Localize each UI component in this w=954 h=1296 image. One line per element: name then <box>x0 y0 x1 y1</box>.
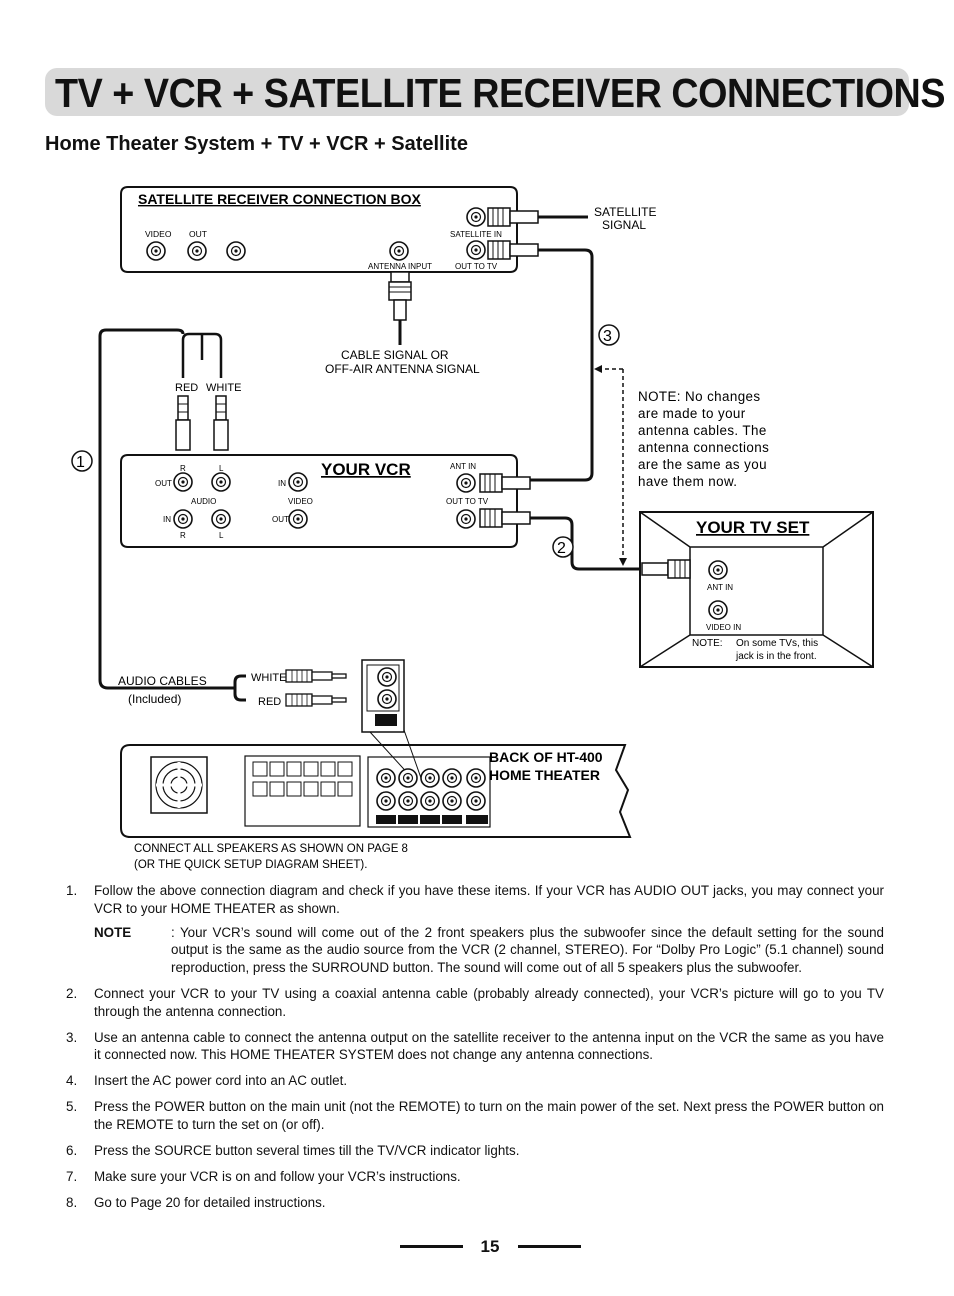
step-1-note: NOTE: Your VCR’s sound will come out of … <box>94 924 884 975</box>
satellite-antenna-input-jack <box>389 241 409 261</box>
speakers-note-line2: (OR THE QUICK SETUP DIAGRAM SHEET). <box>134 859 367 871</box>
satellite-box-title: SATELLITE RECEIVER CONNECTION BOX <box>138 191 422 207</box>
vcr-video-in-label: IN <box>278 479 286 488</box>
tv-vcr-input-zoom <box>361 659 405 733</box>
tv-set: YOUR TV SET ANT IN VIDEO IN NOTE: On som… <box>639 511 874 668</box>
section-subtitle: Home Theater System + TV + VCR + Satelli… <box>45 133 468 155</box>
satellite-out-jack <box>187 241 207 261</box>
cable-signal-line1: CABLE SIGNAL OR <box>341 348 449 362</box>
step-6: 6.Press the SOURCE button several times … <box>66 1142 520 1158</box>
speakers-note-line1: CONNECT ALL SPEAKERS AS SHOWN ON PAGE 8 <box>134 843 408 855</box>
vcr-white-label: WHITE <box>206 382 241 394</box>
page-footer: 15 <box>400 1237 581 1259</box>
satellite-receiver-box: SATELLITE RECEIVER CONNECTION BOX VIDEO … <box>120 186 518 273</box>
vcr-title: YOUR VCR <box>321 460 411 479</box>
svg-text:are the same as you: are the same as you <box>638 457 767 472</box>
satellite-video-jack <box>146 241 166 261</box>
satellite-signal-line1: SATELLITE <box>594 205 656 219</box>
step-8: 8.Go to Page 20 for detailed instruction… <box>66 1194 326 1210</box>
page-title: TV + VCR + SATELLITE RECEIVER CONNECTION… <box>55 70 946 116</box>
svg-text:have them now.: have them now. <box>638 474 737 489</box>
marker-1: 1 <box>76 454 85 471</box>
tv-note-label: NOTE: <box>692 638 723 649</box>
svg-text:are made to your: are made to your <box>638 406 746 421</box>
vcr-video-out-label: OUT <box>272 515 289 524</box>
step-5: 5.Press the POWER button on the main uni… <box>66 1099 884 1132</box>
tv-ant-in-jack <box>708 560 728 580</box>
vcr-audio-in-label: IN <box>163 515 171 524</box>
antenna-note: NOTE: No changes are made to your antenn… <box>638 389 769 489</box>
svg-text:R: R <box>180 464 186 473</box>
cable-signal-line2: OFF-AIR ANTENNA SIGNAL <box>325 362 480 376</box>
vcr-video-label: VIDEO <box>288 497 313 506</box>
tv-video-in-jack <box>708 600 728 620</box>
page-number: 15 <box>480 1237 500 1256</box>
svg-text:L: L <box>219 464 224 473</box>
vcr-out-to-tv-label: OUT TO TV <box>446 497 489 506</box>
satellite-antenna-input-label: ANTENNA INPUT <box>368 262 432 271</box>
footer-rule-right <box>518 1245 581 1248</box>
ht-red-plug-label: RED <box>258 696 281 708</box>
satellite-out-to-tv-label: OUT TO TV <box>455 262 498 271</box>
satellite-out-to-tv-jack <box>466 240 486 260</box>
satellite-in-jack <box>466 207 486 227</box>
marker-3: 3 <box>603 328 612 345</box>
ht400-back-panel: BACK OF HT-400 HOME THEATER <box>120 744 632 838</box>
satellite-signal-line2: SIGNAL <box>602 218 646 232</box>
vcr-audio-label: AUDIO <box>191 497 216 506</box>
ht-white-plug-label: WHITE <box>251 672 286 684</box>
marker-2: 2 <box>557 540 566 557</box>
step-1: 1.Follow the above connection diagram an… <box>66 883 884 916</box>
vcr-box: YOUR VCR R L OUT AUDIO IN R L IN VIDEO O… <box>120 454 518 548</box>
satellite-in-label: SATELLITE IN <box>450 230 502 239</box>
step-2: 2.Connect your VCR to your TV using a co… <box>66 986 884 1019</box>
svg-text:R: R <box>180 531 186 540</box>
tv-video-in-label: VIDEO IN <box>706 623 741 632</box>
tv-note-line1: On some TVs, this <box>736 638 818 649</box>
instruction-list: 1.Follow the above connection diagram an… <box>66 882 884 1220</box>
tv-note-line2: jack is in the front. <box>735 651 817 662</box>
vcr-audio-out-label: OUT <box>155 479 172 488</box>
ht400-label-line2: HOME THEATER <box>489 767 600 783</box>
audio-cables-label: AUDIO CABLES <box>118 674 207 688</box>
step-3: 3.Use an antenna cable to connect the an… <box>66 1029 884 1063</box>
svg-text:antenna cables. The: antenna cables. The <box>638 423 767 438</box>
svg-text:NOTE: No changes: NOTE: No changes <box>638 389 761 404</box>
svg-text:L: L <box>219 531 224 540</box>
tv-ant-in-label: ANT IN <box>707 583 733 592</box>
step-7: 7.Make sure your VCR is on and follow yo… <box>66 1168 461 1184</box>
ht400-label-line1: BACK OF HT-400 <box>489 749 603 765</box>
satellite-out-label: OUT <box>189 229 207 239</box>
tv-title: YOUR TV SET <box>696 518 810 537</box>
title-banner: TV + VCR + SATELLITE RECEIVER CONNECTION… <box>45 68 946 116</box>
audio-cables-included: (Included) <box>128 692 181 706</box>
step-4: 4.Insert the AC power cord into an AC ou… <box>66 1073 348 1088</box>
footer-rule-left <box>400 1245 463 1248</box>
connection-diagram: SATELLITE RECEIVER CONNECTION BOX VIDEO … <box>71 186 874 871</box>
vcr-red-label: RED <box>175 382 198 394</box>
satellite-aux-jack <box>226 241 246 261</box>
svg-text:antenna connections: antenna connections <box>638 440 769 455</box>
satellite-video-label: VIDEO <box>145 229 172 239</box>
vcr-ant-in-label: ANT IN <box>450 462 476 471</box>
